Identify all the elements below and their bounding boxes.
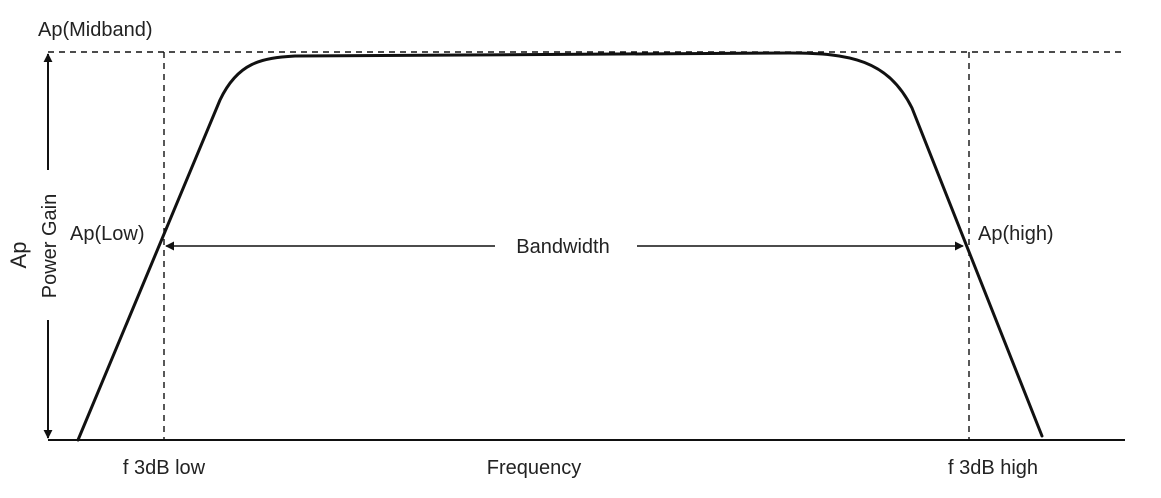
f3db-low-label: f 3dB low bbox=[123, 457, 206, 479]
y-axis-symbol-label: Ap bbox=[6, 242, 31, 269]
f3db-high-label: f 3dB high bbox=[948, 457, 1038, 479]
frequency-label: Frequency bbox=[487, 457, 582, 479]
midband-label: Ap(Midband) bbox=[38, 19, 153, 41]
ap-high-label: Ap(high) bbox=[978, 223, 1054, 245]
ap-low-label: Ap(Low) bbox=[70, 223, 144, 245]
bandwidth-label: Bandwidth bbox=[516, 236, 609, 258]
y-axis-title-label: Power Gain bbox=[39, 194, 61, 299]
frequency-response-curve bbox=[76, 51, 1044, 442]
